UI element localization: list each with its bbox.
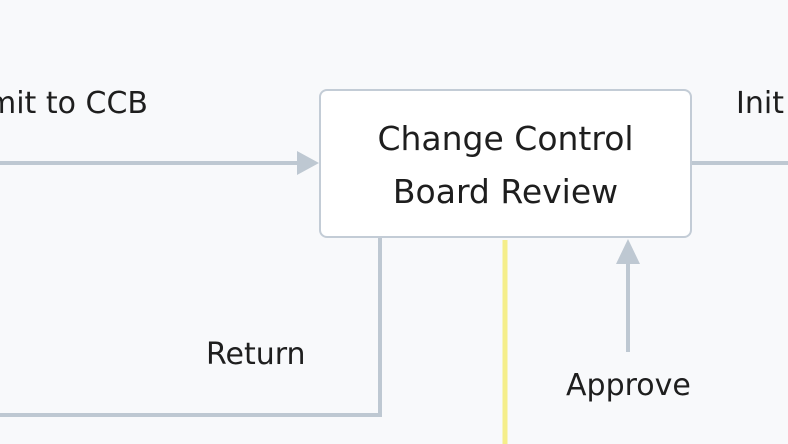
node-ccb-review[interactable]: Change Control Board Review	[319, 89, 692, 238]
node-label-line2: Board Review	[392, 171, 619, 211]
arrowhead-submit-to-ccb	[297, 151, 319, 175]
edge-label-return: Return	[206, 337, 306, 372]
edge-label-initiate: Init	[736, 86, 784, 121]
node-ccb-review-label: Change Control Board Review	[377, 110, 633, 218]
node-label-line1: Change Control	[377, 118, 634, 158]
edge-label-approve: Approve	[566, 368, 691, 403]
arrowhead-approve	[616, 239, 640, 264]
edge-label-submit-to-ccb: mit to CCB	[0, 86, 148, 121]
edge-return	[0, 238, 382, 417]
